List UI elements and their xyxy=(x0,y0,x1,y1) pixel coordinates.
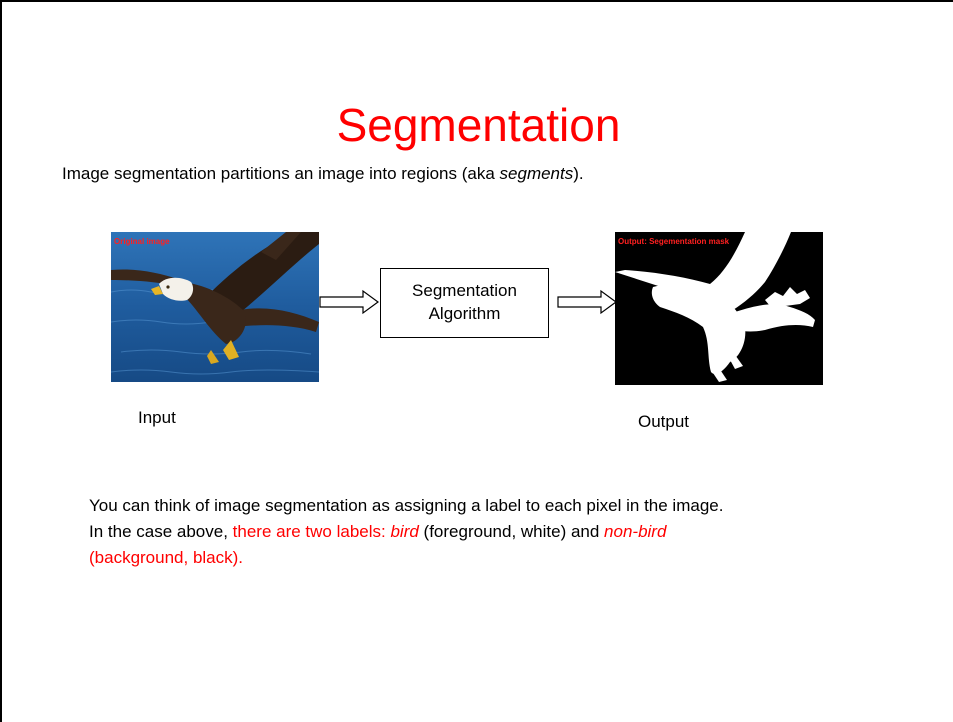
explanation-line-1: You can think of image segmentation as a… xyxy=(89,496,724,515)
output-image-label: Output: Segementation mask xyxy=(618,237,730,246)
non-bird-label-term: non-bird xyxy=(604,522,667,541)
algorithm-line-2: Algorithm xyxy=(428,304,501,323)
segmentation-algorithm-box: Segmentation Algorithm xyxy=(380,268,549,338)
explanation-paragraph: You can think of image segmentation as a… xyxy=(89,493,949,571)
slide-title: Segmentation xyxy=(336,99,621,151)
right-arrow-icon xyxy=(319,289,380,315)
explanation-line-2: In the case above, there are two labels:… xyxy=(89,519,949,545)
input-caption: Input xyxy=(138,408,176,427)
explanation-line-2-red: there are two labels: xyxy=(232,522,391,541)
foreground-description: (foreground, white) and xyxy=(418,522,605,541)
intro-text-after: ). xyxy=(573,164,584,183)
right-arrow-icon xyxy=(557,289,618,315)
algorithm-line-1: Segmentation xyxy=(412,281,517,301)
intro-text-before: Image segmentation partitions an image i… xyxy=(62,164,500,183)
output-caption: Output xyxy=(638,412,690,431)
explanation-line-3: (background, black). xyxy=(89,548,244,567)
eagle-photo-graphic xyxy=(110,232,320,382)
input-image-label: Original image xyxy=(114,237,170,246)
segmentation-mask-graphic xyxy=(615,232,823,385)
bird-label-term: bird xyxy=(390,522,419,541)
intro-text-italic: segments xyxy=(499,164,574,183)
intro-text: Image segmentation partitions an image i… xyxy=(62,164,584,184)
output-mask-image: Output: Segementation mask xyxy=(615,232,823,385)
explanation-line-2-black: In the case above, xyxy=(89,522,233,541)
input-eagle-image: Original image xyxy=(110,232,320,382)
